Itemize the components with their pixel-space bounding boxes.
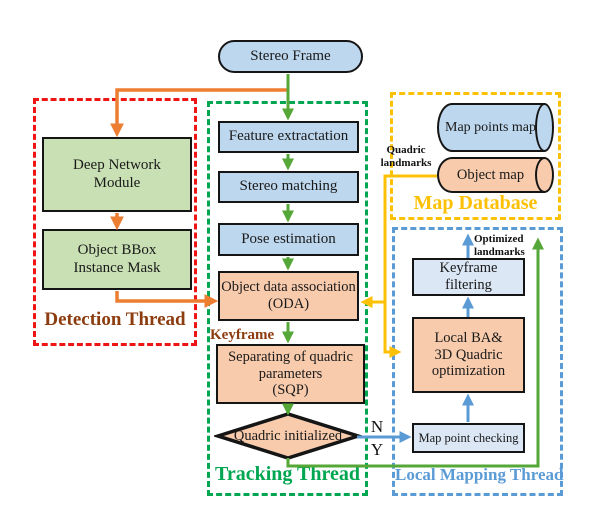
node-quadric-initialized: Quadric initialized [212, 410, 364, 462]
node-map-points-map: Map points map [437, 103, 554, 152]
map-points-map-label: Map points map [445, 119, 536, 135]
detection-thread-box: Detection Thread [33, 98, 197, 346]
optimized-landmarks-edge-label: Optimized landmarks [474, 233, 525, 258]
cylinder-cap-icon [535, 157, 554, 193]
node-pose-estimation: Pose estimation [218, 223, 359, 256]
node-separating-quadric-parameters: Separating of quadric parameters (SQP) [216, 344, 365, 404]
cylinder-body-icon [437, 103, 545, 152]
tracking-thread-label: Tracking Thread [214, 463, 361, 485]
node-map-point-checking: Map point checking [412, 423, 525, 453]
map-database-label: Map Database [413, 192, 538, 214]
branch-yes-label: Y [370, 440, 384, 459]
node-object-data-association: Object data association (ODA) [218, 271, 359, 321]
cylinder-body-icon [437, 157, 545, 193]
node-stereo-frame: Stereo Frame [218, 40, 363, 73]
node-feature-extraction: Feature extractation [218, 121, 359, 153]
map-database-box: Map Database [390, 92, 561, 220]
node-stereo-matching: Stereo matching [218, 171, 359, 203]
quadric-initialized-label: Quadric initialized [233, 427, 343, 444]
local-mapping-thread-label: Local Mapping Thread [395, 465, 564, 484]
cylinder-cap-icon [535, 103, 554, 152]
node-deep-network-module: Deep Network Module [42, 137, 192, 212]
keyframe-edge-label: Keyframe [210, 327, 275, 343]
quadric-landmarks-edge-label: Quadric landmarks [380, 144, 432, 169]
node-local-ba-3d-quadric-optimization: Local BA& 3D Quadric optimization [412, 317, 525, 393]
arrow-object-map-to-local-ba [383, 302, 402, 358]
branch-no-label: N [370, 417, 384, 436]
node-keyframe-filtering: Keyframe filtering [412, 258, 525, 296]
object-map-label: Object map [456, 166, 525, 183]
node-object-map: Object map [437, 157, 554, 193]
node-object-bbox-instance-mask: Object BBox Instance Mask [42, 229, 192, 290]
detection-thread-label: Detection Thread [44, 309, 186, 330]
